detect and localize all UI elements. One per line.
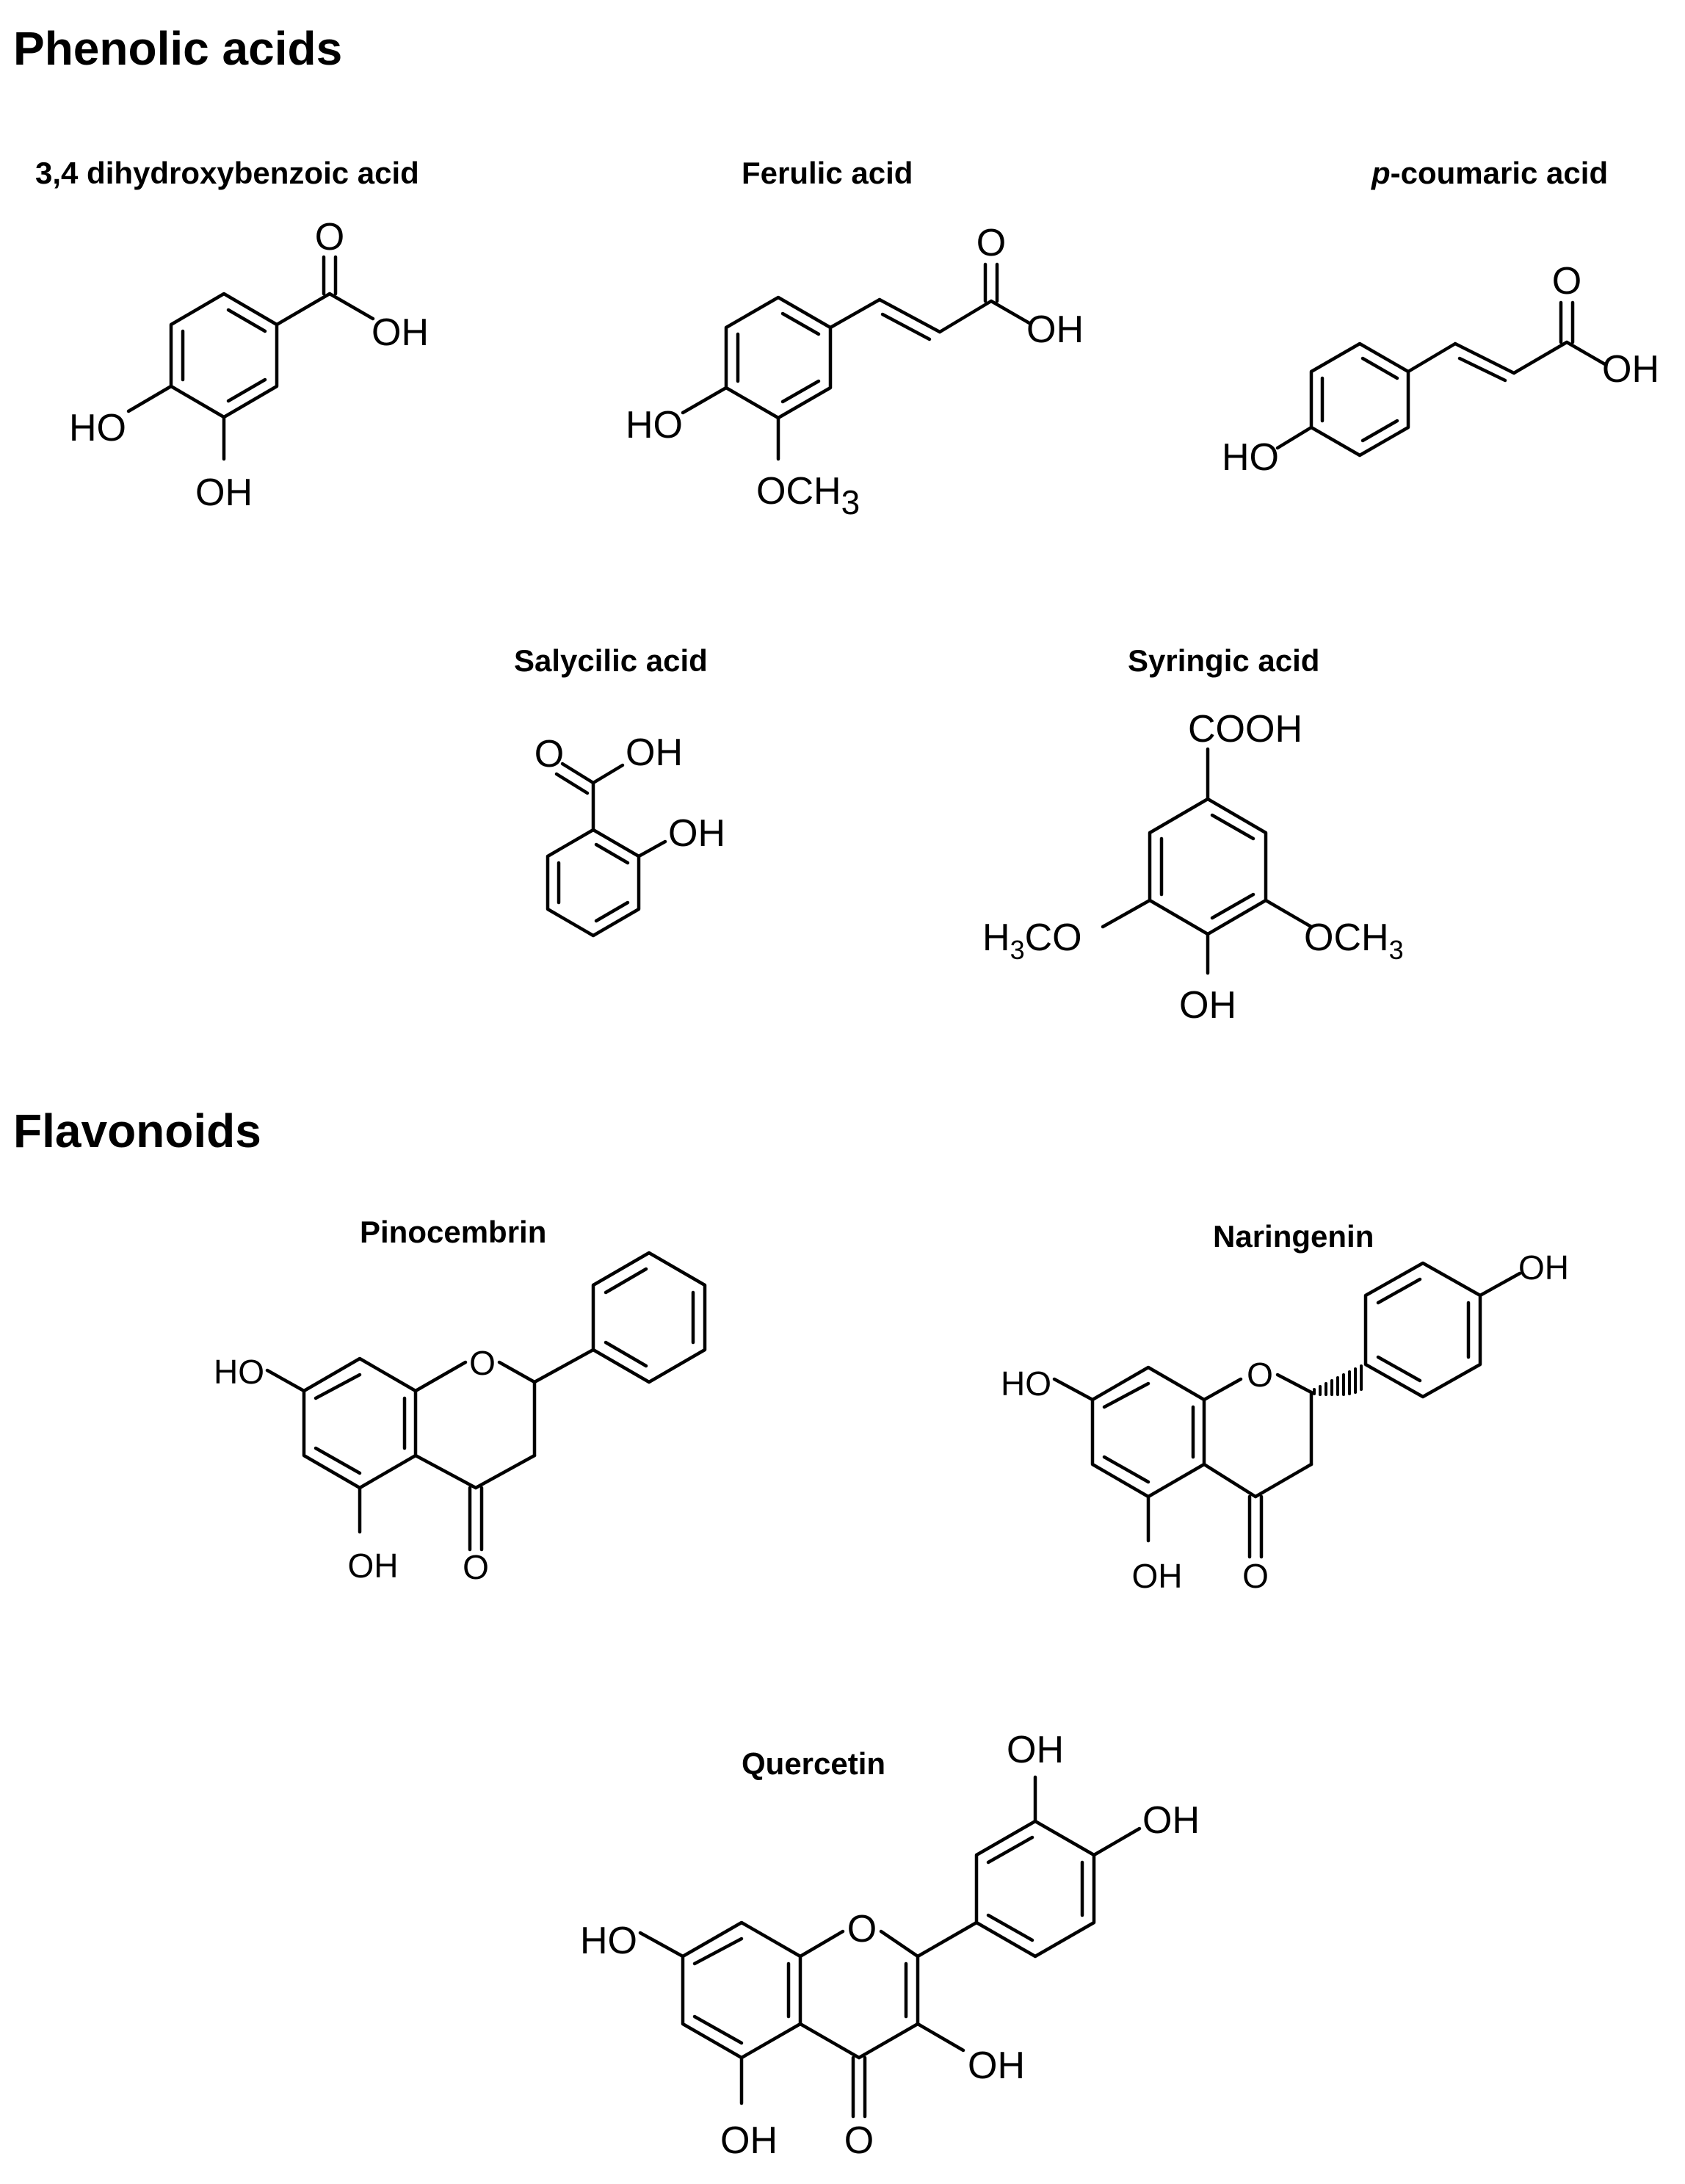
phenolic-acids-heading: Phenolic acids xyxy=(13,22,342,75)
naringenin-oh: OH xyxy=(1132,1557,1183,1595)
ferulic-acid-oh: OH xyxy=(1026,308,1084,351)
quercetin-carbonyl-o: O xyxy=(844,2119,874,2162)
ferulic-ho: HO xyxy=(626,404,683,446)
coumaric-carbonyl-o: O xyxy=(1552,260,1581,303)
quercetin-5-oh: OH xyxy=(720,2119,778,2162)
naringenin-structure: Naringenin xyxy=(1001,1219,1569,1595)
ferulic-methoxy: OCH3 xyxy=(756,470,860,521)
salicylic-acid-oh: OH xyxy=(626,731,683,774)
pinocembrin-structure: Pinocembrin HO O OH O xyxy=(214,1215,707,1586)
salicylic-acid-structure: Salycilic acid O OH OH xyxy=(514,643,725,938)
flavonoids-heading: Flavonoids xyxy=(13,1104,261,1157)
syringic-methoxy-right: OCH3 xyxy=(1304,916,1404,965)
naringenin-carbonyl-o: O xyxy=(1242,1557,1269,1595)
pinocembrin-name: Pinocembrin xyxy=(360,1215,546,1249)
quercetin-4prime-oh: OH xyxy=(1142,1799,1200,1842)
syringic-oh: OH xyxy=(1179,984,1236,1027)
dihydroxybenzoic-carbonyl-o: O xyxy=(315,216,344,258)
ferulic-acid-structure: Ferulic acid O OH HO OCH3 xyxy=(626,156,1084,521)
quercetin-3-oh: OH xyxy=(968,2044,1025,2087)
salicylic-acid-name: Salycilic acid xyxy=(514,643,708,678)
pinocembrin-ring-o: O xyxy=(469,1344,496,1382)
quercetin-name: Quercetin xyxy=(742,1746,885,1781)
dihydroxybenzoic-ho: HO xyxy=(69,407,126,449)
ferulic-acid-name: Ferulic acid xyxy=(742,156,913,190)
syringic-cooh: COOH xyxy=(1188,708,1302,751)
pinocembrin-ho: HO xyxy=(214,1353,264,1391)
coumaric-acid-name: p-coumaric acid xyxy=(1371,156,1608,190)
quercetin-3prime-oh: OH xyxy=(1007,1729,1064,1771)
quercetin-ring-o: O xyxy=(847,1908,877,1950)
coumaric-acid-oh: OH xyxy=(1602,348,1659,391)
syringic-acid-name: Syringic acid xyxy=(1128,643,1319,678)
coumaric-ho: HO xyxy=(1222,436,1279,479)
naringenin-para-oh: OH xyxy=(1518,1248,1569,1287)
coumaric-acid-structure: p-coumaric acid O OH HO xyxy=(1222,156,1659,479)
dihydroxybenzoic-acid-structure: 3,4 dihydroxybenzoic acid O OH HO OH xyxy=(35,156,429,514)
naringenin-stereo-hash xyxy=(1313,1364,1363,1396)
dihydroxybenzoic-oh: OH xyxy=(195,471,253,514)
naringenin-name: Naringenin xyxy=(1213,1219,1374,1254)
syringic-methoxy-left: H3CO xyxy=(982,916,1082,965)
naringenin-ho: HO xyxy=(1001,1364,1051,1403)
pinocembrin-carbonyl-o: O xyxy=(463,1548,489,1586)
syringic-acid-structure: Syringic acid COOH H3CO OCH3 OH xyxy=(982,643,1404,1027)
dihydroxybenzoic-acid-name: 3,4 dihydroxybenzoic acid xyxy=(35,156,419,190)
quercetin-structure: Quercetin HO O OH O OH OH OH xyxy=(580,1729,1200,2162)
naringenin-ring-o: O xyxy=(1247,1356,1273,1394)
salicylic-ring-oh: OH xyxy=(668,812,725,855)
dihydroxybenzoic-acid-oh: OH xyxy=(372,311,429,354)
quercetin-ho: HO xyxy=(580,1920,637,1962)
ferulic-carbonyl-o: O xyxy=(976,222,1006,264)
pinocembrin-oh: OH xyxy=(348,1547,399,1585)
salicylic-carbonyl-o: O xyxy=(535,733,564,775)
